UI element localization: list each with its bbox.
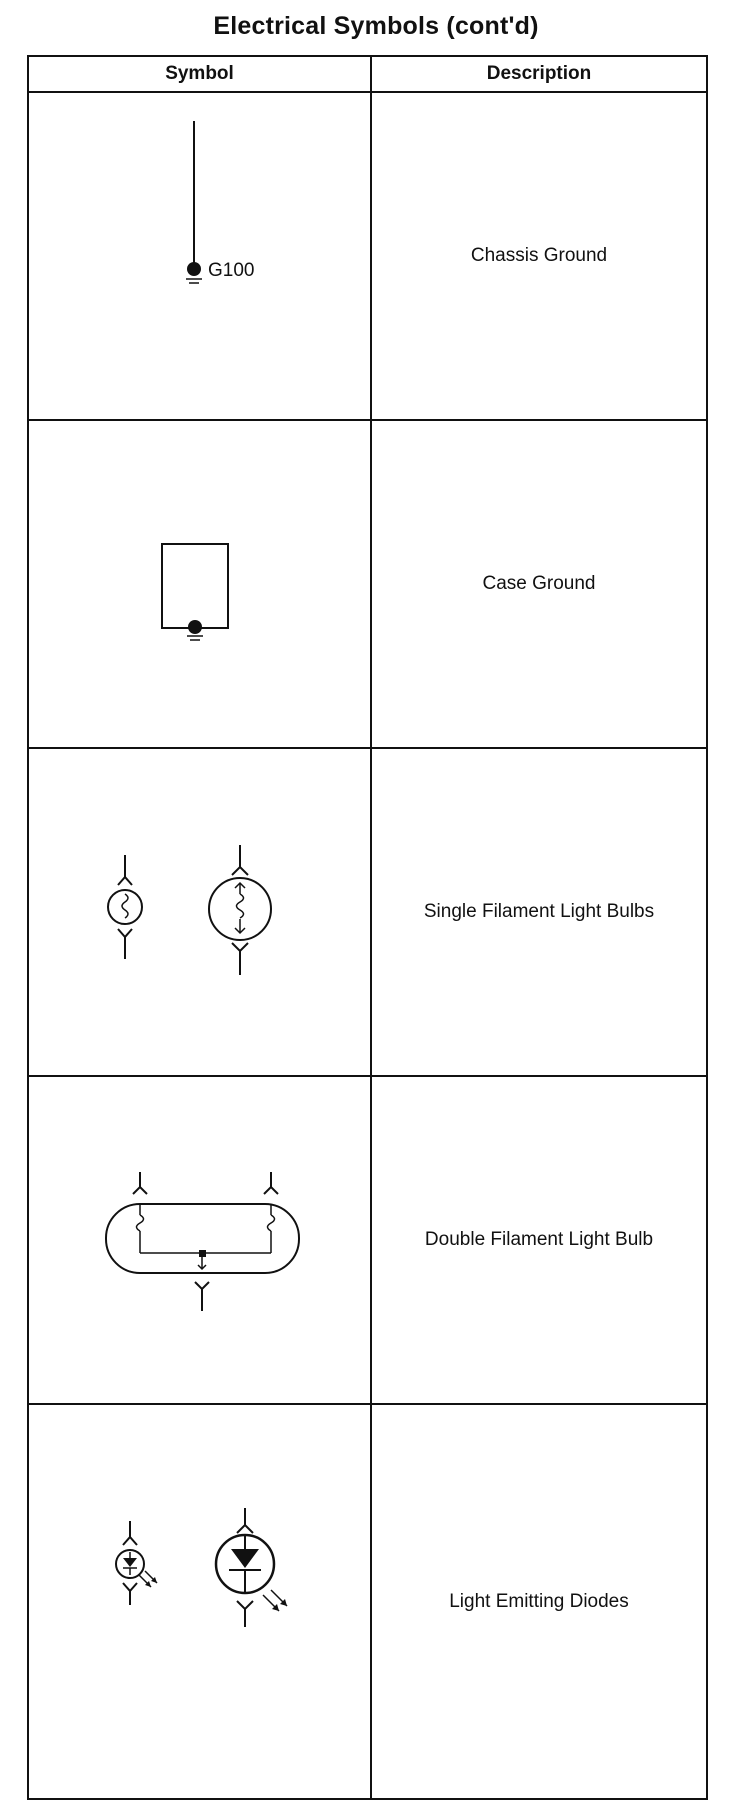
description-cell: Chassis Ground [470, 245, 608, 266]
symbol-cell [29, 749, 370, 1075]
table-row: Case Ground [29, 421, 706, 749]
description-cell: Light Emitting Diodes [449, 1590, 629, 1612]
led-icon [115, 1508, 288, 1627]
table-row: Single Filament Light Bulbs [29, 749, 706, 1077]
case-ground-icon [161, 543, 229, 641]
double-filament-bulb-icon [105, 1172, 300, 1311]
description-cell: Case Ground [482, 573, 596, 594]
table-row: G100 Chassis Ground [29, 93, 706, 421]
single-filament-bulb-icon [107, 845, 272, 975]
table-row: Light Emitting Diodes [29, 1405, 706, 1798]
description-cell: Double Filament Light Bulb [424, 1229, 654, 1250]
ground-id-label: G100 [208, 260, 254, 281]
page-title: Electrical Symbols (cont'd) [213, 12, 539, 40]
symbol-cell [29, 1077, 370, 1403]
symbol-cell [29, 421, 370, 747]
table-header-row: Symbol Description [29, 57, 706, 93]
column-divider [370, 57, 372, 1798]
header-description: Description [486, 63, 592, 84]
description-cell: Single Filament Light Bulbs [423, 901, 655, 922]
symbol-cell: G100 [29, 93, 370, 419]
chassis-ground-icon: G100 [186, 121, 254, 284]
electrical-symbols-table: Symbol Description G100 Chassis Ground [27, 55, 708, 1800]
symbol-cell [29, 1405, 370, 1798]
header-symbol: Symbol [165, 63, 234, 84]
table-row: Double Filament Light Bulb [29, 1077, 706, 1405]
